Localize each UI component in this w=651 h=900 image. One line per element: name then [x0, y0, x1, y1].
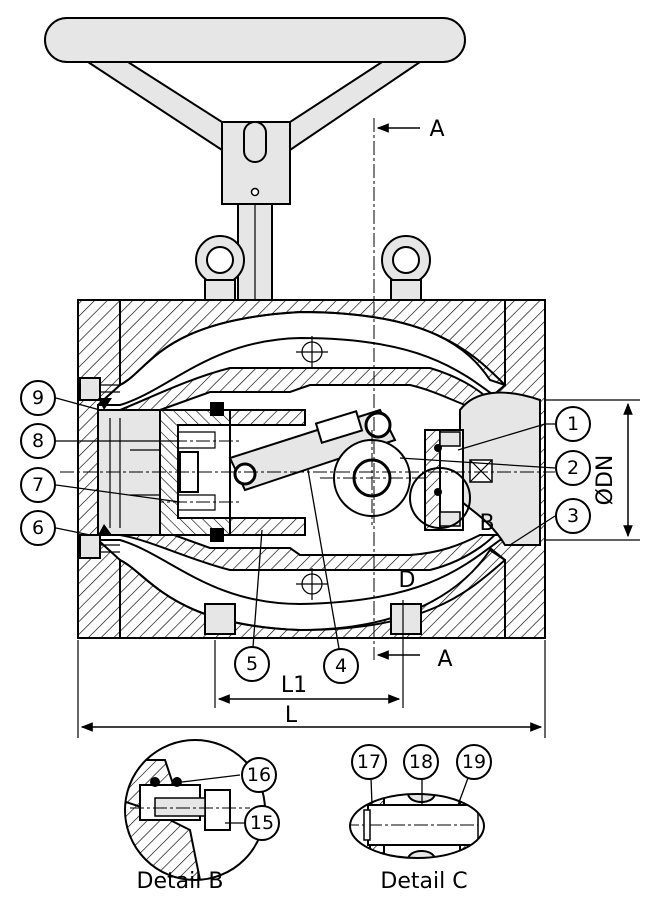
callout-6: 6: [20, 510, 56, 546]
callout-7: 7: [20, 467, 56, 503]
svg-text:3: 3: [567, 505, 579, 527]
diameter-dimension: ØDN: [60, 399, 640, 541]
callout-9: 9: [20, 380, 56, 416]
callout-19: 19: [456, 744, 492, 780]
o-ring-top: [210, 402, 224, 416]
callout-5: 5: [234, 646, 270, 682]
o-ring-bottom: [210, 528, 224, 542]
dim-l-label: L: [285, 703, 298, 728]
callout-8: 8: [20, 423, 56, 459]
svg-text:18: 18: [409, 751, 433, 773]
callout-3: 3: [555, 498, 591, 534]
section-label-bottom: A: [437, 647, 452, 672]
callout-2: 2: [555, 450, 591, 486]
svg-text:9: 9: [32, 387, 44, 409]
callout-balloons: 1 2 3 4 5 6 7 8 9 15 16 17 18 19: [20, 380, 591, 841]
svg-text:7: 7: [32, 474, 44, 496]
callout-15: 15: [244, 805, 280, 841]
dim-l1-label: L1: [281, 673, 307, 698]
leader-lines: [55, 397, 567, 661]
svg-text:5: 5: [246, 653, 258, 675]
svg-text:1: 1: [567, 413, 579, 435]
callout-1: 1: [555, 406, 591, 442]
svg-text:19: 19: [462, 751, 486, 773]
svg-text:8: 8: [32, 430, 44, 452]
handwheel: [44, 17, 466, 63]
callout-17: 17: [351, 744, 387, 780]
svg-text:16: 16: [247, 764, 271, 786]
svg-text:2: 2: [567, 457, 579, 479]
gearbox-pin: [250, 187, 260, 197]
detail-c-caption: Detail C: [380, 869, 467, 894]
detail-b-marker: [409, 467, 471, 529]
callout-18: 18: [403, 744, 439, 780]
lifting-eyes: [195, 235, 431, 311]
gearbox-slot: [243, 121, 267, 163]
diameter-label: ØDN: [593, 455, 618, 506]
svg-text:4: 4: [335, 655, 347, 677]
svg-text:6: 6: [32, 517, 44, 539]
section-label-top: A: [429, 117, 444, 142]
detail-b-letter: B: [479, 511, 494, 536]
detail-d-letter: D: [399, 568, 416, 593]
callout-4: 4: [323, 648, 359, 684]
detail-b-caption: Detail B: [137, 869, 224, 894]
length-dimensions: L1 L: [77, 600, 546, 738]
svg-text:17: 17: [357, 751, 381, 773]
svg-text:15: 15: [250, 812, 274, 834]
callout-16: 16: [241, 757, 277, 793]
detail-c: Detail C: [349, 777, 485, 894]
handwheel-assembly: [44, 17, 466, 313]
section-line-a: A A: [373, 117, 453, 672]
